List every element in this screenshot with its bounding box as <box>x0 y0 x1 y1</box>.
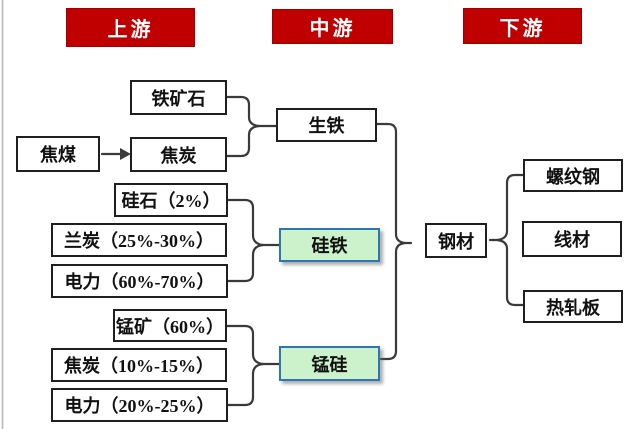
header-midstream: 中游 <box>272 9 393 44</box>
bracket-to-steel <box>375 122 407 361</box>
brace-pig-iron-top <box>225 95 278 128</box>
node-pig-iron: 生铁 <box>276 108 377 142</box>
brace-ferrosilicon-bottom <box>226 243 265 283</box>
node-hot-rolled-plate: 热轧板 <box>523 290 623 323</box>
brace-pig-iron-bottom <box>225 124 261 158</box>
node-semi-coke: 兰炭（25%-30%） <box>51 223 227 257</box>
node-steel: 钢材 <box>425 223 487 258</box>
node-wire-rod: 线材 <box>522 221 622 257</box>
brace-silicomanganese-bottom <box>226 362 265 407</box>
header-upstream: 上游 <box>66 8 195 47</box>
node-iron-ore: 铁矿石 <box>130 80 227 115</box>
header-downstream: 下游 <box>463 8 582 44</box>
node-silicomanganese: 锰硅 <box>279 346 380 381</box>
node-ferrosilicon: 硅铁 <box>279 228 380 262</box>
node-electricity-simn: 电力（20%-25%） <box>51 388 228 422</box>
node-rebar: 螺纹钢 <box>523 159 623 192</box>
node-electricity-fesi: 电力（60%-70%） <box>51 264 228 298</box>
brace-silicomanganese-top <box>225 324 281 366</box>
node-manganese-ore: 锰矿（60%） <box>113 309 227 342</box>
bracket-steel-outputs <box>495 173 525 307</box>
node-coke-simn: 焦炭（10%-15%） <box>51 348 227 382</box>
node-coking-coal: 焦煤 <box>16 136 100 172</box>
node-coke: 焦炭 <box>130 137 227 172</box>
brace-ferrosilicon-top <box>226 198 281 247</box>
arrowhead-icon <box>120 148 131 160</box>
node-silica: 硅石（2%） <box>114 183 228 217</box>
